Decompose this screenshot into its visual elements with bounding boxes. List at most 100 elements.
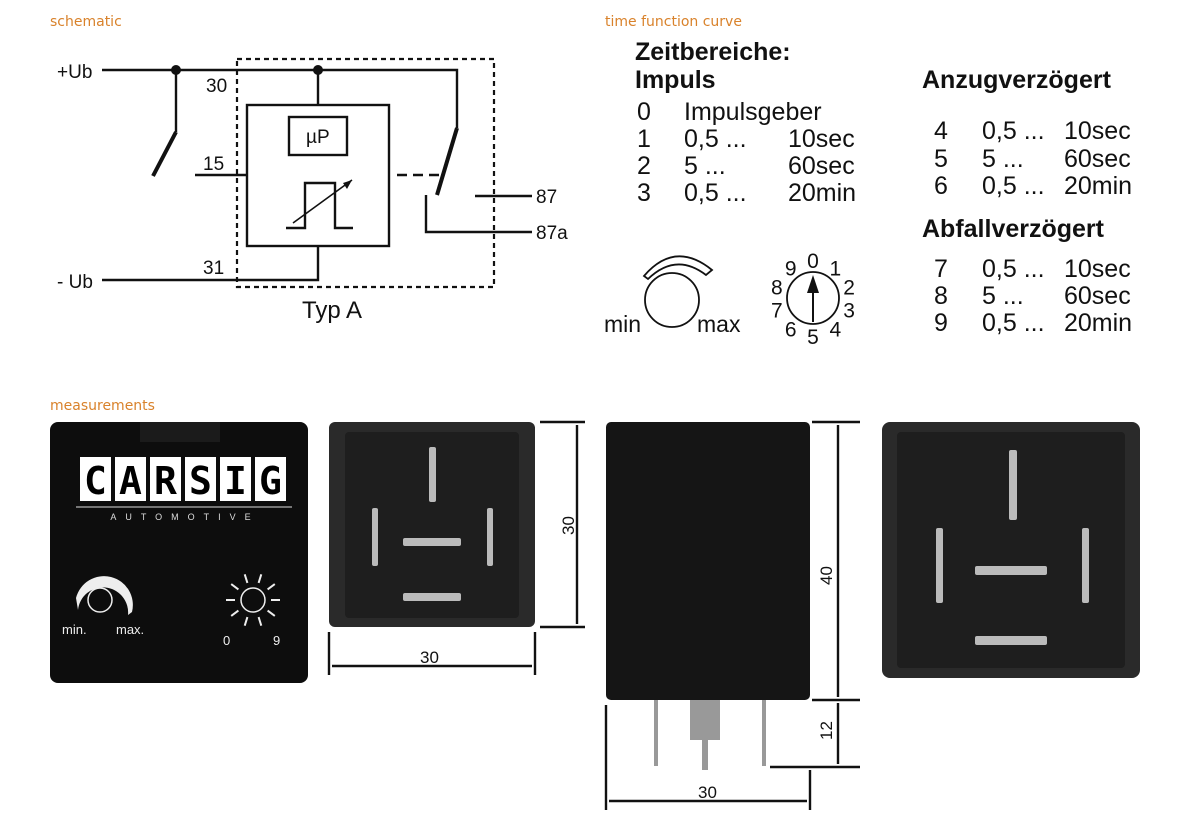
pin-30-label: 30 [206,76,227,97]
selector-ray [257,616,263,626]
row-number: 3 [637,179,651,207]
anzug-rows: 4 0,5 ... 10sec 5 5 ... 60sec 6 0,5 ... … [934,117,1132,200]
time-ranges: Zeitbereiche: Impuls 0 Impulsgeber 1 0,5… [635,38,1132,337]
row-range: 0,5 ... [982,117,1045,145]
selector-digit: 6 [785,319,797,342]
dim-side-width: 30 [698,783,717,802]
dim-bottom-width: 30 [420,648,439,667]
label-minus-ub: - Ub [57,272,93,293]
selector-digit: 9 [785,257,797,280]
schematic-diagram: +Ub - Ub 30 15 31 87 87a µP Typ A [57,57,568,324]
logo-letter: A [115,457,146,503]
time-ranges-title: Zeitbereiche: [635,38,791,66]
pin-87-label: 87 [536,187,557,208]
row-number: 5 [934,145,948,173]
row-unit: 20min [1064,309,1132,337]
dim-side-height: 40 [817,566,836,585]
selector-ray [230,609,239,617]
selector-digit: 0 [807,250,819,273]
label-plus-ub: +Ub [57,62,92,83]
logo-subtitle: AUTOMOTIVE [110,512,259,522]
logo-letter: G [255,457,286,503]
front-max-label: max. [116,622,144,637]
pin-87a-label: 87a [536,223,568,244]
svg-text:S: S [189,459,212,503]
selector-ray [267,609,276,617]
logo-letter: R [150,457,181,503]
selector-ray [257,574,263,584]
section-label-measurements: measurements [50,398,155,414]
row-unit: 10sec [1064,117,1131,145]
row-number: 2 [637,152,651,180]
relay-bottom-photo-large [882,422,1140,678]
anzug-heading: Anzugverzögert [922,66,1112,94]
row-number: 8 [934,282,948,310]
selector-ray [243,616,249,626]
impuls-heading: Impuls [635,66,716,94]
relay-bottom-photo: 30 30 [327,420,585,675]
selector-ray [243,574,249,584]
row-unit: 60sec [1064,282,1131,310]
row-range: 5 ... [982,282,1024,310]
selector-ray [267,583,276,591]
row-range: 5 ... [684,152,726,180]
logo-letter: I [220,457,251,503]
selector-digit: 3 [843,300,855,323]
row-number: 6 [934,172,948,200]
selector-digit: 5 [807,326,819,349]
selector-digit: 8 [771,276,783,299]
svg-text:I: I [224,459,247,503]
selector-digit: 4 [829,319,841,342]
dim-bottom-height: 30 [559,516,578,535]
row-unit: 20min [1064,172,1132,200]
row-number: 4 [934,117,948,145]
section-label-time-function: time function curve [605,14,742,30]
row-unit: 20min [788,179,856,207]
potentiometer-knob-diagram: min max [604,255,741,337]
row-range: 5 ... [982,145,1024,173]
type-label: Typ A [302,297,362,324]
knob-max-label: max [697,311,741,337]
abfall-rows: 7 0,5 ... 10sec 8 5 ... 60sec 9 0,5 ... … [934,255,1132,337]
row-number: 7 [934,255,948,283]
selector-digit: 1 [829,257,841,280]
selector-digit: 7 [771,300,783,323]
pin-15-label: 15 [203,154,224,175]
row-unit: 10sec [788,125,855,153]
row-number: 0 [637,98,651,126]
relay-side-photo: 40 12 30 [604,420,860,810]
row-number: 9 [934,309,948,337]
knob-min-label: min [604,311,641,337]
microprocessor-label: µP [306,127,330,148]
pin-31-label: 31 [203,258,224,279]
impuls-rows: 0 Impulsgeber 1 0,5 ... 10sec 2 5 ... 60… [637,98,856,207]
row-number: 1 [637,125,651,153]
row-range: 0,5 ... [982,309,1045,337]
front-nine-label: 9 [273,633,280,648]
row-range: 0,5 ... [684,125,747,153]
row-unit: 60sec [1064,145,1131,173]
row-unit: 60sec [788,152,855,180]
section-label-schematic: schematic [50,14,122,30]
selector-ray [230,583,239,591]
row-unit: 10sec [1064,255,1131,283]
row-range: Impulsgeber [684,98,822,126]
dim-pin-length: 12 [817,721,836,740]
svg-text:G: G [259,459,282,503]
svg-text:R: R [154,459,177,503]
svg-text:A: A [119,459,142,503]
svg-text:C: C [84,459,107,503]
row-range: 0,5 ... [982,255,1045,283]
row-range: 0,5 ... [982,172,1045,200]
row-range: 0,5 ... [684,179,747,207]
logo-letter: S [185,457,216,503]
front-zero-label: 0 [223,633,230,648]
logo-letter: C [80,457,111,503]
abfall-heading: Abfallverzögert [922,215,1105,243]
selector-digit: 2 [843,276,855,299]
